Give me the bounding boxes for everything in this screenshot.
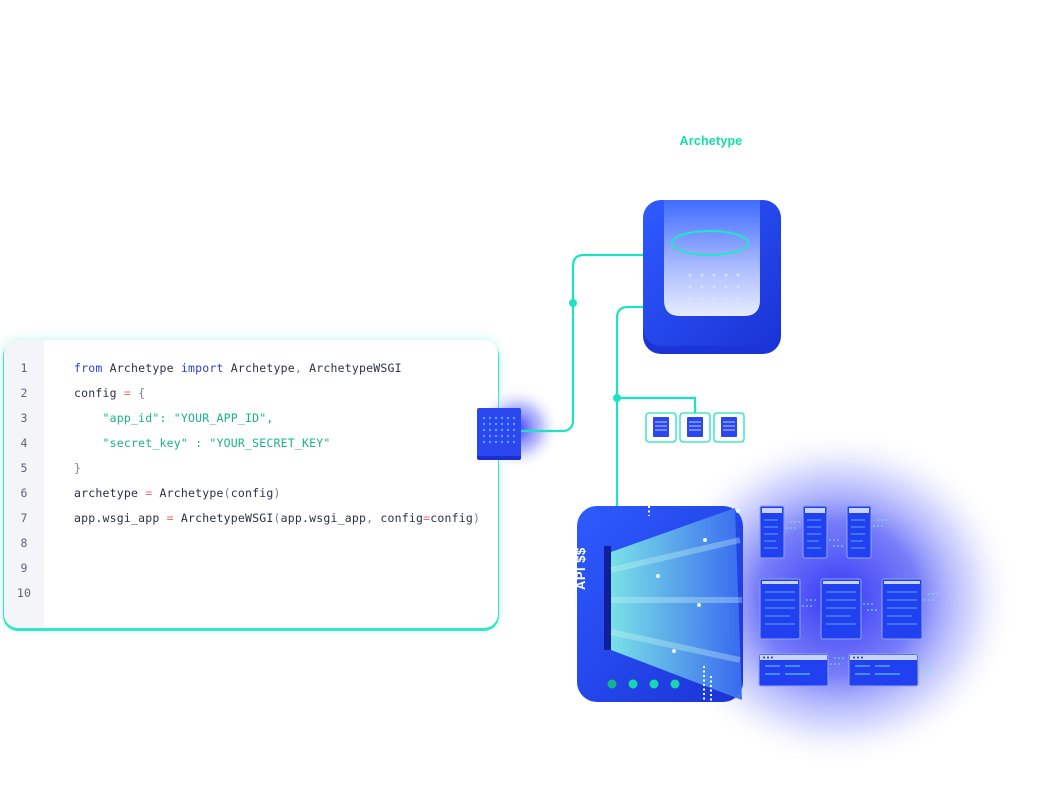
code-text: from Archetype import Archetype, Archety…: [74, 356, 402, 381]
code-token: (: [223, 486, 231, 500]
browser-window-icon: [848, 653, 936, 687]
code-token: from: [74, 361, 110, 375]
code-token: import: [180, 361, 231, 375]
code-token: ArchetypeWSGI: [309, 361, 402, 375]
code-text: "secret_key" : "YOUR_SECRET_KEY": [74, 431, 330, 456]
code-token: archetype: [74, 486, 146, 500]
tablet-icon: [881, 578, 940, 640]
line-number: 3: [20, 411, 28, 425]
connector-node: [569, 299, 577, 307]
code-token: "app_id": "YOUR_APP_ID",: [74, 411, 274, 425]
code-text: }: [74, 456, 81, 481]
code-line: 2 config = {: [4, 381, 498, 406]
line-number: 7: [20, 511, 28, 525]
code-token: =: [166, 511, 174, 525]
phone-icon: [759, 505, 800, 559]
phone-icon: [802, 505, 843, 559]
code-line: 6 archetype = Archetype(config): [4, 481, 498, 506]
code-token: "secret_key" : "YOUR_SECRET_KEY": [74, 436, 331, 450]
code-token: app.wsgi_app: [280, 511, 367, 525]
code-token: }: [74, 461, 82, 475]
line-number: 4: [20, 436, 28, 450]
tablet-icon: [820, 578, 879, 640]
document-icon: [713, 412, 745, 443]
line-number: 5: [20, 461, 28, 475]
document-icon: [645, 412, 677, 443]
phone-icon: [846, 505, 887, 559]
code-token: ): [472, 511, 481, 525]
code-line: 5}: [4, 456, 498, 481]
archetype-title: Archetype: [679, 134, 743, 148]
code-token: config: [380, 511, 424, 525]
api-label: API $$: [573, 547, 588, 590]
code-token: =: [145, 486, 153, 500]
code-text: archetype = Archetype(config): [74, 481, 281, 506]
tablet-icon: [759, 578, 818, 640]
chip-icon: [477, 408, 521, 460]
code-token: Archetype: [230, 361, 295, 375]
code-token: app.wsgi_app: [74, 511, 167, 525]
code-line: 10: [4, 581, 498, 606]
code-token: =: [123, 386, 131, 400]
code-token: config: [230, 486, 274, 500]
line-number: 8: [20, 536, 28, 550]
code-token: Archetype: [109, 361, 181, 375]
code-line: 1 from Archetype import Archetype, Archet…: [4, 356, 498, 381]
document-icon: [679, 412, 711, 443]
code-token: (: [273, 511, 281, 525]
code-text: app.wsgi_app = ArchetypeWSGI(app.wsgi_ap…: [74, 506, 480, 531]
code-line: 8: [4, 531, 498, 556]
code-line: 3 "app_id": "YOUR_APP_ID",: [4, 406, 498, 431]
code-token: config: [74, 386, 124, 400]
connector-node: [613, 394, 621, 402]
code-token: ,: [294, 361, 310, 375]
line-number: 9: [20, 561, 28, 575]
connector-lines: [521, 253, 697, 508]
code-text: config = {: [74, 381, 145, 406]
line-number: 6: [20, 486, 28, 500]
code-token: ArchetypeWSGI: [173, 511, 274, 525]
code-editor: 1 from Archetype import Archetype, Archet…: [4, 340, 498, 628]
code-line: 9: [4, 556, 498, 581]
browser-window-icon: [758, 653, 846, 687]
line-number: 1: [20, 361, 28, 375]
line-number: 2: [20, 386, 28, 400]
code-token: =: [423, 511, 431, 525]
code-token: {: [131, 386, 146, 400]
code-token: config: [430, 511, 473, 525]
line-number-gutter: [4, 340, 44, 628]
code-token: ): [273, 486, 281, 500]
code-line: 4 "secret_key" : "YOUR_SECRET_KEY": [4, 431, 498, 456]
line-number: 10: [16, 586, 32, 600]
code-token: ,: [366, 511, 381, 525]
code-text: "app_id": "YOUR_APP_ID",: [74, 406, 273, 431]
api-gateway-icon: [577, 506, 743, 702]
archetype-server-icon: [643, 160, 781, 354]
code-token: Archetype: [152, 486, 224, 500]
